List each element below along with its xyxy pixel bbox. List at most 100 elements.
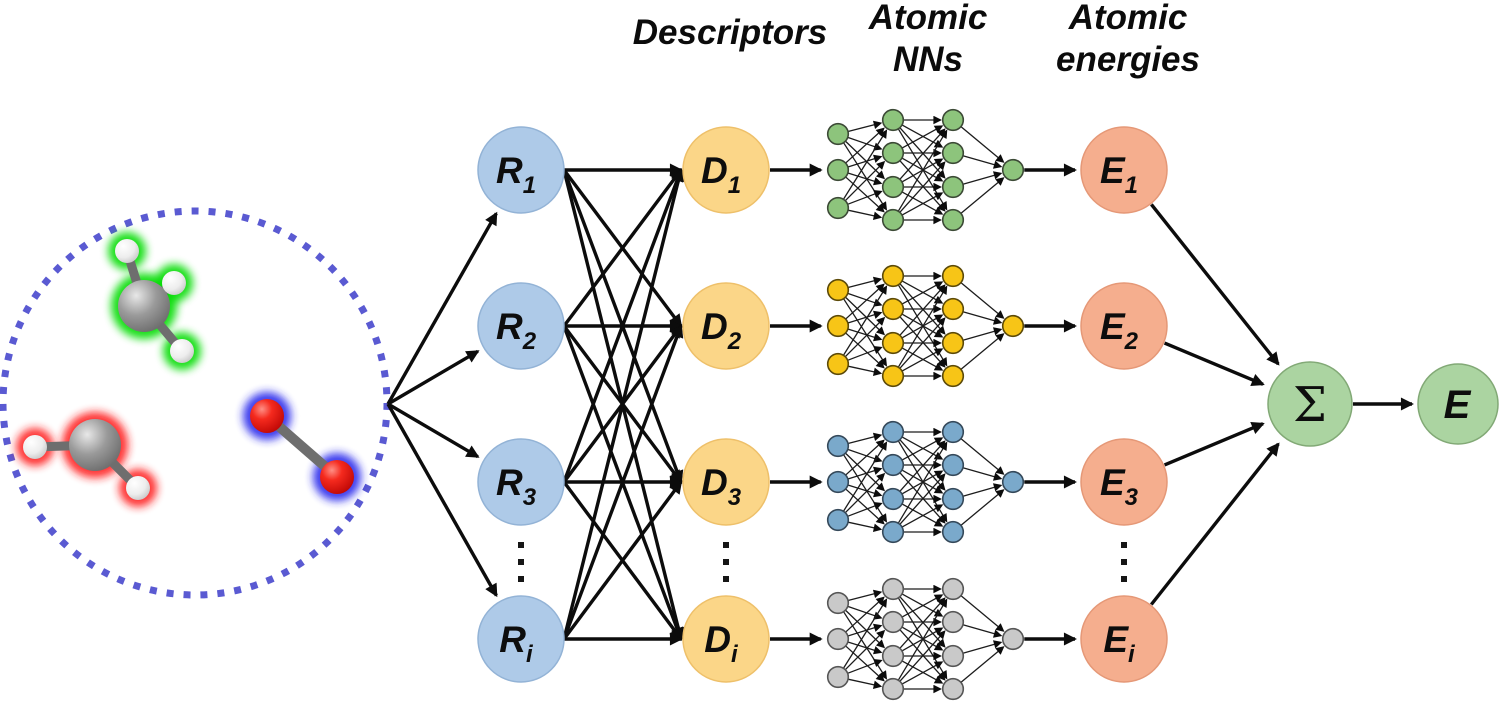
nn-edge [845, 596, 885, 633]
node-Ri: Ri [477, 595, 565, 683]
node-Ei-label: Ei [1103, 619, 1136, 668]
nn-edge [960, 438, 1005, 475]
nn-neuron [826, 434, 850, 458]
nn-edge [844, 609, 886, 649]
arrow-Ri-D1 [562, 168, 685, 640]
ellipsis-dot [723, 576, 729, 582]
nn-edge [847, 521, 883, 532]
nn-edge [899, 440, 946, 492]
ellipsis-r-column [518, 542, 524, 582]
nn-neuron [941, 577, 965, 601]
node-Ei-circle [1080, 595, 1168, 683]
nn-neuron [941, 677, 965, 701]
node-D2: D2 [682, 282, 770, 370]
nn-edge [901, 469, 944, 494]
nn-edge [901, 437, 944, 461]
node-R1: R1 [477, 126, 565, 214]
nn-neuron [941, 610, 965, 634]
nn-edge [847, 502, 883, 517]
nn-edge [845, 439, 885, 476]
node-E3-label: E3 [1100, 462, 1139, 511]
nn-edge [847, 346, 883, 361]
C-atom [118, 280, 170, 332]
ellipsis-dot [518, 576, 524, 582]
nn-edge [845, 332, 885, 369]
nn-edge [842, 129, 888, 200]
nn-edge [901, 191, 944, 215]
node-D1: D1 [682, 126, 770, 214]
nn-edge [844, 472, 886, 514]
nn-edge [962, 467, 1003, 481]
node-Ei: Ei [1080, 595, 1168, 683]
nn-edge [843, 142, 888, 211]
nn-edge [901, 347, 944, 371]
node-R2-label: R2 [496, 306, 537, 355]
ellipsis-dot [723, 559, 729, 565]
nn-edge [847, 605, 883, 620]
header-atomic-nns-line2: NNs [892, 40, 964, 79]
nn-neuron [1001, 627, 1025, 651]
node-Di-label: Di [704, 619, 739, 668]
ellipsis-dot [1121, 576, 1127, 582]
node-Ri-circle [477, 595, 565, 683]
nn-neuron [826, 278, 850, 302]
nn-edge [962, 624, 1003, 638]
node-Ri-label: Ri [499, 619, 534, 668]
nn-neuron [826, 627, 850, 651]
nn-edge [847, 484, 883, 498]
nn-edge [960, 126, 1005, 163]
node-D1-label: D1 [701, 150, 741, 199]
nn-edge [899, 284, 946, 336]
nn-neuron [881, 108, 905, 132]
nn-edge [847, 136, 883, 151]
nn-edge [847, 678, 883, 689]
nn-edge [901, 280, 944, 304]
nn-neuron [881, 364, 905, 388]
arrow-R2-D1 [562, 168, 683, 328]
node-sum: Σ [1267, 361, 1353, 447]
node-total-energy-circle [1417, 363, 1499, 445]
O-atom [320, 460, 354, 494]
arrow-R3-D1 [562, 168, 684, 483]
molecule-water [16, 412, 157, 507]
nn-edge [845, 176, 885, 213]
node-D2-circle [682, 282, 770, 370]
nn-neuron [881, 644, 905, 668]
nn-edge [899, 629, 946, 681]
nn-edge [842, 598, 888, 669]
nn-edge [897, 129, 948, 212]
nn-neuron [941, 175, 965, 199]
nn-edge [899, 630, 946, 682]
nn-edge [901, 661, 944, 685]
node-E1: E1 [1080, 126, 1168, 214]
nn-edge [847, 365, 883, 376]
nn-edge [847, 328, 883, 342]
nn-edge [844, 296, 886, 336]
nn-neuron [941, 331, 965, 355]
node-D2-label: D2 [701, 306, 742, 355]
nn-edge [960, 282, 1005, 319]
nn-edge [899, 473, 946, 525]
nn-edge [897, 285, 948, 368]
ellipsis-d-column [723, 542, 729, 582]
nn-neuron [941, 141, 965, 165]
nn-neuron [881, 577, 905, 601]
nn-edge [897, 441, 948, 524]
nn-neuron [826, 508, 850, 532]
node-E1-circle [1080, 126, 1168, 214]
nn-edge [844, 140, 886, 180]
nn-neuron [881, 141, 905, 165]
nn-edge [960, 177, 1005, 214]
nn-neuron [1001, 158, 1025, 182]
nn-neuron [941, 487, 965, 511]
atomic-nn-1 [770, 108, 1077, 232]
nn-neuron [881, 520, 905, 544]
atomic-nn-3 [770, 420, 1077, 544]
atomic-nn-i [770, 577, 1077, 701]
nn-neuron [941, 264, 965, 288]
node-D3-label: D3 [701, 462, 742, 511]
O-atom [250, 399, 284, 433]
nn-edge [842, 441, 888, 512]
node-E2-circle [1080, 282, 1168, 370]
